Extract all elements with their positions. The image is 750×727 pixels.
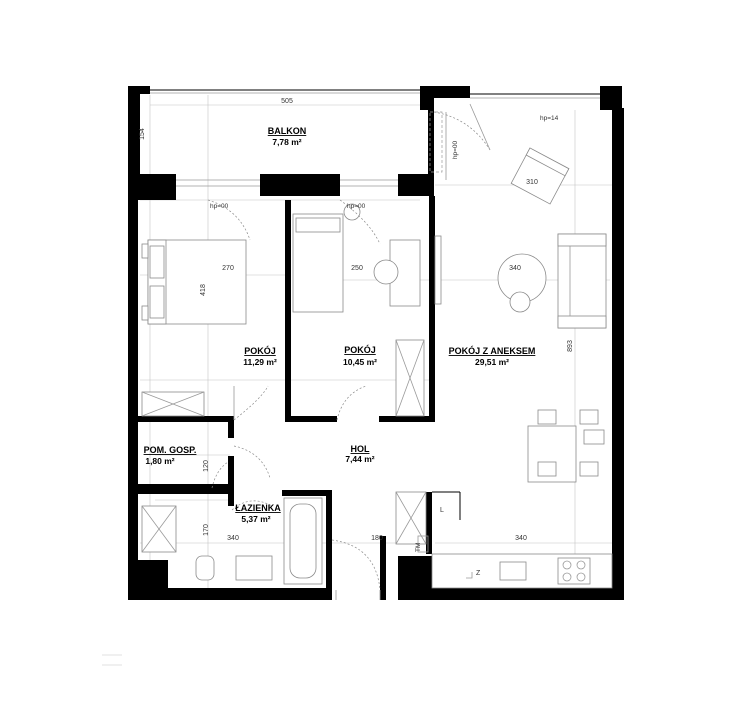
toilet — [195, 555, 215, 581]
wall-segment — [326, 490, 332, 600]
wall-segment — [128, 174, 176, 200]
kitchen-sink — [499, 561, 527, 581]
door-swing — [336, 385, 367, 421]
hp-label: hp=00 — [452, 140, 459, 159]
wall-segment — [460, 588, 624, 600]
room-name-salon: POKÓJ Z ANEKSEM — [449, 345, 536, 356]
wall-segment — [138, 416, 232, 422]
hp-label: hp=14 — [540, 115, 559, 122]
wall-segment — [612, 108, 624, 600]
wall-segment — [420, 86, 434, 110]
room-name-balkon: BALKON — [268, 126, 307, 136]
dim-pokoj2-width: 250 — [351, 265, 363, 272]
wall-segment — [228, 490, 234, 506]
dim-salon-depth: 893 — [567, 340, 574, 352]
dim-gosp-depth: 120 — [203, 460, 210, 472]
wall-segment — [285, 416, 337, 422]
wall-segment — [260, 174, 340, 196]
dim-kitchen-width: 340 — [515, 535, 527, 542]
door-swing — [233, 385, 269, 421]
door-swing — [331, 539, 381, 591]
dim-balkon-depth: 154 — [139, 128, 146, 140]
door-swing — [231, 500, 273, 511]
armchair — [510, 147, 570, 205]
bathroom-sink — [235, 555, 273, 581]
height-labels: hp=00 hp=00 hp=00 hp=14 — [210, 115, 559, 210]
z-symbol: Z — [476, 570, 481, 577]
wall-segment — [128, 86, 150, 94]
room-name-hol: HOL — [351, 444, 371, 454]
wall-segment — [379, 416, 435, 422]
wall-segment — [138, 484, 232, 490]
symbols: TM Z L — [415, 507, 481, 579]
room-name-gosp: POM. GOSP. — [144, 445, 197, 455]
dimension-labels: 505 154 310 270 418 250 340 893 120 170 … — [139, 98, 574, 542]
hp-label: hp=00 — [210, 203, 229, 210]
arrow-icon — [466, 572, 473, 579]
dim-lazienka-depth: 170 — [203, 524, 210, 536]
walls — [128, 86, 624, 600]
wall-segment — [432, 86, 470, 98]
cooktop — [557, 557, 591, 585]
room-area-pokoj-1: 11,29 m² — [243, 357, 277, 367]
wall-segment — [138, 560, 168, 588]
dim-pokoj1-width: 270 — [222, 265, 234, 272]
room-area-gosp: 1,80 m² — [145, 456, 174, 466]
dim-pokoj1-depth: 418 — [200, 284, 207, 296]
room-area-hol: 7,44 m² — [345, 454, 374, 464]
room-name-pokoj-1: POKÓJ — [244, 345, 276, 356]
wall-segment — [426, 492, 432, 554]
wall-segment — [282, 490, 332, 496]
room-name-pokoj-2: POKÓJ — [344, 344, 376, 355]
room-area-balkon: 7,78 m² — [272, 137, 301, 147]
room-area-lazienka: 5,37 m² — [241, 514, 270, 524]
furniture — [102, 103, 613, 666]
dim-lazienka-width: 340 — [227, 535, 239, 542]
wall-segment — [228, 456, 234, 490]
wall-segment — [128, 86, 140, 200]
room-area-pokoj-2: 10,45 m² — [343, 357, 377, 367]
sofa — [557, 233, 607, 329]
l-symbol: L — [440, 507, 444, 514]
door-swing — [233, 445, 271, 479]
wall-segment — [138, 490, 230, 494]
hp-label: hp=00 — [347, 203, 366, 210]
dim-salon-width: 340 — [509, 265, 521, 272]
dim-hol-width: 180 — [371, 535, 383, 542]
wall-segment — [228, 416, 234, 438]
dim-salon-top: 310 — [526, 179, 538, 186]
wall-segment — [128, 200, 138, 600]
wall-segment — [128, 588, 332, 600]
door-swing — [211, 461, 229, 489]
wall-segment — [429, 196, 435, 422]
axis-lines — [140, 95, 612, 600]
door-swing — [339, 199, 381, 245]
room-area-salon: 29,51 m² — [475, 357, 509, 367]
wall-segment — [600, 86, 622, 110]
tm-symbol: TM — [415, 543, 422, 552]
room-name-lazienka: ŁAZIENKA — [235, 503, 281, 513]
wall-segment — [380, 536, 386, 600]
room-labels: BALKON 7,78 m² POKÓJ 11,29 m² POKÓJ 10,4… — [144, 126, 536, 524]
dim-balkon-width: 505 — [281, 98, 293, 105]
wall-segment — [285, 200, 291, 420]
door-swing — [207, 199, 251, 241]
wall-segment — [398, 174, 434, 196]
wall-segment — [428, 108, 434, 178]
